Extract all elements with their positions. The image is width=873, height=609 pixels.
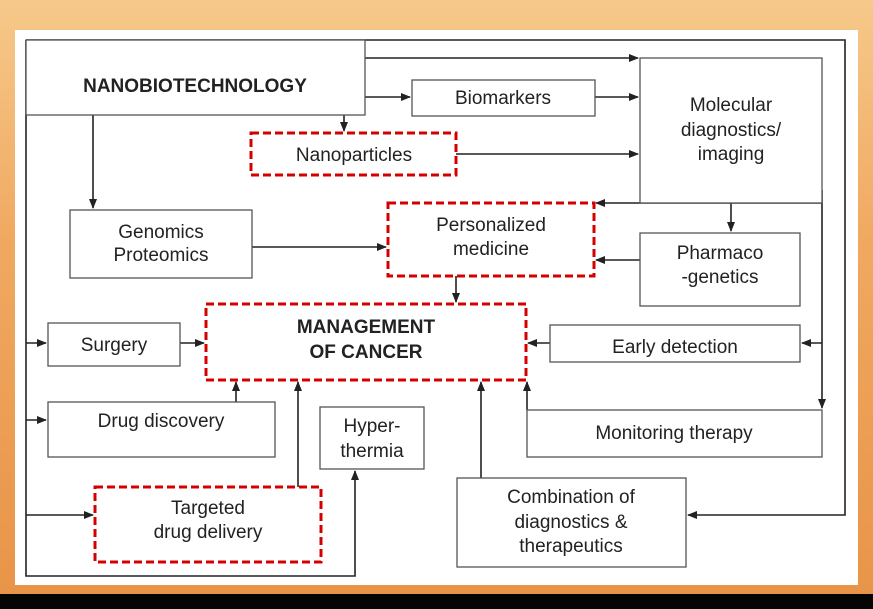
node-management: MANAGEMENT OF CANCER <box>204 302 528 382</box>
node-genomics: Genomics Proteomics <box>69 209 253 279</box>
node-nanobiotechnology: NANOBIOTECHNOLOGY <box>25 39 366 116</box>
label: diagnostics & <box>514 512 627 533</box>
node-personalized: Personalized medicine <box>386 201 596 278</box>
node-surgery: Surgery <box>47 322 181 367</box>
node-nanoparticles: Nanoparticles <box>249 131 458 177</box>
label: Nanoparticles <box>296 145 412 166</box>
node-molecular: Molecular diagnostics/ imaging <box>639 57 823 204</box>
label: OF CANCER <box>310 342 423 363</box>
label: MANAGEMENT <box>297 317 436 338</box>
arrow-to-combination <box>26 39 846 519</box>
node-pharmaco: Pharmaco -genetics <box>639 232 801 307</box>
label: NANOBIOTECHNOLOGY <box>83 76 307 97</box>
label: -genetics <box>681 267 758 288</box>
node-hyperthermia: Hyper- thermia <box>319 406 425 470</box>
label: drug delivery <box>154 522 263 543</box>
bottom-bar <box>0 594 873 609</box>
label: imaging <box>698 144 765 165</box>
label: diagnostics/ <box>681 120 782 141</box>
label: Monitoring therapy <box>595 423 753 444</box>
label: Surgery <box>81 335 148 356</box>
label: Targeted <box>171 498 245 519</box>
node-early-detection: Early detection <box>549 324 801 363</box>
label: thermia <box>340 441 404 462</box>
label: Hyper- <box>343 416 400 437</box>
node-combination: Combination of diagnostics & therapeutic… <box>456 477 687 568</box>
label: Biomarkers <box>455 88 551 109</box>
node-drug-discovery: Drug discovery <box>47 401 276 458</box>
node-monitoring: Monitoring therapy <box>526 409 823 458</box>
label: Personalized <box>436 215 546 236</box>
label: Combination of <box>507 487 636 508</box>
arrow-to-hyperthermia <box>25 40 359 577</box>
node-targeted: Targeted drug delivery <box>93 485 323 564</box>
label: Pharmaco <box>677 243 764 264</box>
label: Early detection <box>612 337 738 358</box>
label: therapeutics <box>519 536 623 557</box>
label: medicine <box>453 239 529 260</box>
label: Drug discovery <box>98 411 225 432</box>
node-biomarkers: Biomarkers <box>411 79 596 117</box>
label: Proteomics <box>113 245 208 266</box>
label: Genomics <box>118 222 204 243</box>
label: Molecular <box>690 95 773 116</box>
